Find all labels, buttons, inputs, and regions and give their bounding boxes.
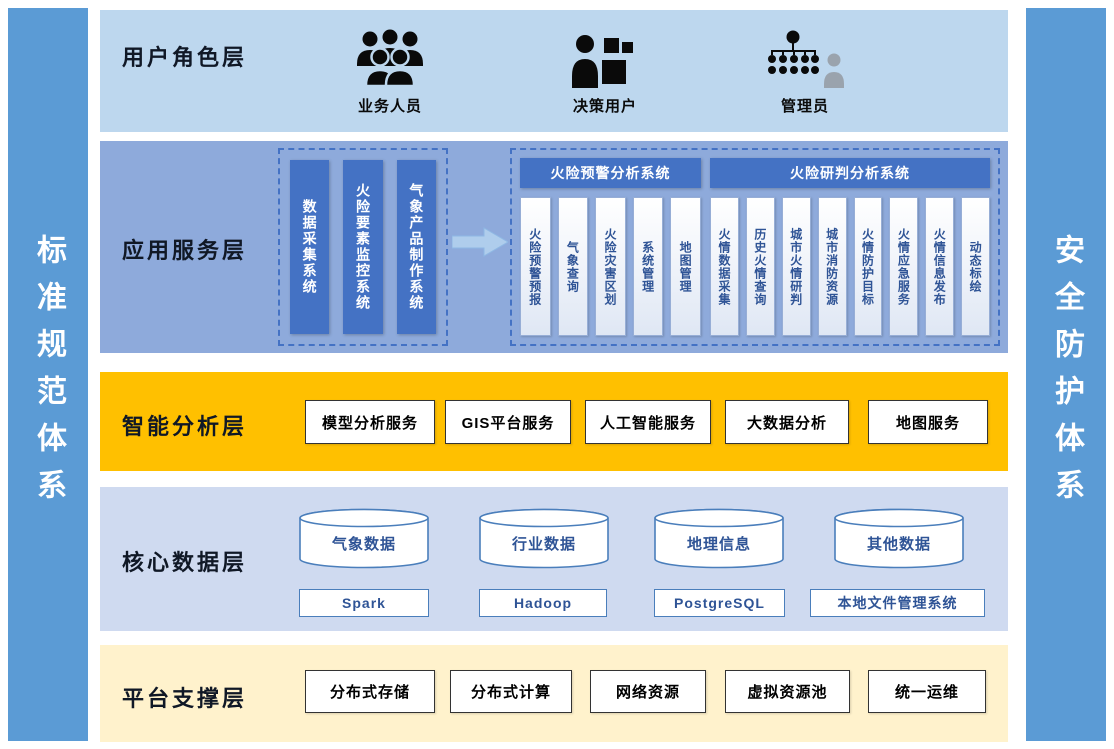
judgment-item: 火情信息发布 bbox=[925, 197, 955, 336]
judgment-item: 火情防护目标 bbox=[853, 197, 883, 336]
app-service-layer-title: 应用服务层 bbox=[122, 238, 248, 263]
warning-item-label: 气象查询 bbox=[565, 240, 580, 293]
analysis-layer: 智能分析层 模型分析服务 GIS平台服务 人工智能服务 大数据分析 地图服务 bbox=[100, 372, 1008, 471]
warning-item: 地图管理 bbox=[670, 197, 701, 336]
source-system-box: 气象产品制作系统 bbox=[396, 160, 436, 334]
admin-org-icon bbox=[768, 30, 844, 88]
database-label: 气象数据 bbox=[331, 536, 396, 553]
platform-box: 网络资源 bbox=[590, 670, 706, 713]
warning-item-label: 地图管理 bbox=[678, 240, 693, 293]
warning-item: 气象查询 bbox=[557, 197, 589, 336]
warning-item-label: 火险预警预报 bbox=[527, 227, 542, 306]
platform-layer-title: 平台支撑层 bbox=[122, 686, 248, 711]
standards-system-bar: 标准规范体系 bbox=[8, 8, 88, 741]
warning-item: 系统管理 bbox=[632, 197, 664, 336]
app-service-layer: 应用服务层 数据采集系统 火险要素监控系统 气象产品制作系统 火险预警分析系统 bbox=[100, 141, 1008, 353]
analysis-systems-group: 火险预警分析系统 火险预警预报 气象查询 火险灾害区划 系统管理 地图管理 火险… bbox=[510, 148, 1000, 346]
warning-item: 火险预警预报 bbox=[520, 197, 551, 336]
database-label: 其他数据 bbox=[866, 536, 931, 553]
business-users-icon bbox=[357, 29, 423, 88]
database-cylinder: 行业数据 bbox=[478, 507, 610, 569]
cylinder-icon bbox=[834, 508, 964, 569]
role-admin-label: 管理员 bbox=[780, 98, 829, 115]
database-cylinder: 其他数据 bbox=[833, 507, 965, 569]
analysis-service-box: GIS平台服务 bbox=[445, 400, 571, 444]
source-system-box: 数据采集系统 bbox=[290, 160, 330, 334]
warning-system-header: 火险预警分析系统 bbox=[520, 158, 701, 188]
source-system-label: 气象产品制作系统 bbox=[408, 183, 425, 311]
judgment-item: 城市消防资源 bbox=[817, 197, 847, 336]
source-system-label: 火险要素监控系统 bbox=[354, 183, 371, 311]
platform-box: 统一运维 bbox=[868, 670, 986, 713]
source-systems-wrap: 数据采集系统 火险要素监控系统 气象产品制作系统 bbox=[290, 160, 436, 334]
judgment-item: 动态标绘 bbox=[961, 197, 990, 336]
judgment-item-label: 历史火情查询 bbox=[752, 227, 767, 306]
database-cylinder: 地理信息 bbox=[653, 507, 785, 569]
warning-system-items: 火险预警预报 气象查询 火险灾害区划 系统管理 地图管理 bbox=[520, 197, 701, 336]
storage-tool-box: Hadoop bbox=[479, 589, 607, 617]
standards-system-label: 标准规范体系 bbox=[32, 233, 65, 516]
storage-tool-box: 本地文件管理系统 bbox=[810, 589, 985, 617]
database-cylinder: 气象数据 bbox=[298, 507, 430, 569]
warning-system-group: 火险预警分析系统 火险预警预报 气象查询 火险灾害区划 系统管理 地图管理 bbox=[520, 158, 701, 336]
role-business-users-label: 业务人员 bbox=[357, 98, 422, 115]
platform-box: 分布式存储 bbox=[305, 670, 435, 713]
database-label: 行业数据 bbox=[511, 536, 576, 553]
decision-user-icon bbox=[572, 35, 633, 88]
judgment-item: 火情应急服务 bbox=[889, 197, 919, 336]
warning-item-label: 火险灾害区划 bbox=[602, 227, 617, 306]
judgment-item-label: 火情信息发布 bbox=[932, 227, 947, 306]
user-role-layer: 用户角色层 业务人员 bbox=[100, 10, 1008, 132]
storage-tool-box: PostgreSQL bbox=[654, 589, 785, 617]
core-data-layer-title: 核心数据层 bbox=[122, 550, 248, 575]
platform-box: 虚拟资源池 bbox=[725, 670, 850, 713]
security-system-bar: 安全防护体系 bbox=[1026, 8, 1106, 741]
source-systems-group: 数据采集系统 火险要素监控系统 气象产品制作系统 bbox=[278, 148, 448, 346]
security-system-label: 安全防护体系 bbox=[1050, 233, 1083, 516]
role-decision-user: 决策用户 bbox=[530, 32, 680, 116]
analysis-service-box: 模型分析服务 bbox=[305, 400, 435, 444]
judgment-item: 城市火情研判 bbox=[781, 197, 811, 336]
judgment-item-label: 火情应急服务 bbox=[896, 227, 911, 306]
judgment-item-label: 火情防护目标 bbox=[860, 227, 875, 306]
role-decision-user-label: 决策用户 bbox=[572, 98, 637, 115]
role-admin: 管理员 bbox=[730, 30, 880, 116]
storage-tool-box: Spark bbox=[299, 589, 429, 617]
judgment-item-label: 城市消防资源 bbox=[824, 227, 839, 306]
judgment-system-group: 火险研判分析系统 火情数据采集 历史火情查询 城市火情研判 城市消防资源 火情防… bbox=[710, 158, 990, 336]
source-system-label: 数据采集系统 bbox=[301, 199, 318, 295]
judgment-item-label: 城市火情研判 bbox=[788, 227, 803, 306]
analysis-layer-title: 智能分析层 bbox=[122, 414, 248, 439]
judgment-system-items: 火情数据采集 历史火情查询 城市火情研判 城市消防资源 火情防护目标 火情应急服… bbox=[710, 197, 990, 336]
platform-box: 分布式计算 bbox=[450, 670, 572, 713]
analysis-service-box: 人工智能服务 bbox=[585, 400, 711, 444]
judgment-item: 历史火情查询 bbox=[745, 197, 775, 336]
core-data-layer: 核心数据层 气象数据 行业数据 地理信息 bbox=[100, 487, 1008, 631]
cylinder-icon bbox=[654, 508, 784, 569]
analysis-service-box: 大数据分析 bbox=[725, 400, 849, 444]
cylinder-icon bbox=[299, 508, 429, 569]
judgment-item-label: 火情数据采集 bbox=[716, 227, 731, 306]
analysis-systems-wrap: 火险预警分析系统 火险预警预报 气象查询 火险灾害区划 系统管理 地图管理 火险… bbox=[520, 158, 990, 336]
analysis-service-box: 地图服务 bbox=[868, 400, 988, 444]
source-system-box: 火险要素监控系统 bbox=[343, 160, 383, 334]
warning-item-label: 系统管理 bbox=[640, 240, 655, 293]
role-business-users: 业务人员 bbox=[315, 26, 465, 116]
warning-item: 火险灾害区划 bbox=[595, 197, 626, 336]
judgment-item-label: 动态标绘 bbox=[968, 240, 983, 293]
user-role-layer-title: 用户角色层 bbox=[122, 45, 248, 70]
judgment-item: 火情数据采集 bbox=[710, 197, 739, 336]
platform-layer: 平台支撑层 分布式存储 分布式计算 网络资源 虚拟资源池 统一运维 bbox=[100, 645, 1008, 742]
database-label: 地理信息 bbox=[686, 536, 751, 553]
cylinder-icon bbox=[479, 508, 609, 569]
judgment-system-header: 火险研判分析系统 bbox=[710, 158, 990, 188]
flow-arrow-icon bbox=[452, 227, 508, 257]
